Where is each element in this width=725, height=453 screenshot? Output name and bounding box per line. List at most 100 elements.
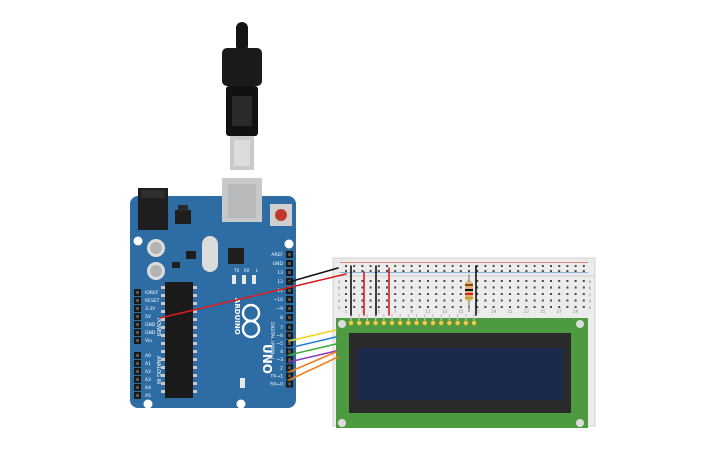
lcd-pin[interactable]: [454, 320, 461, 326]
bb-hole: [345, 270, 347, 272]
bb-hole: [435, 293, 438, 295]
chip-leg: [193, 342, 197, 345]
bb-hole: [541, 270, 544, 272]
bb-hole: [386, 293, 388, 295]
bb-hole: [394, 270, 397, 272]
bb-hole: [361, 306, 364, 308]
bb-hole: [558, 306, 561, 308]
bb-hole: [525, 265, 528, 267]
bb-hole: [484, 306, 487, 308]
bb-hole: [558, 270, 561, 272]
bb-column-number: 17: [475, 309, 481, 314]
bb-hole: [402, 280, 405, 282]
pin-label: 12: [277, 279, 283, 285]
lcd-pin[interactable]: [397, 320, 403, 326]
lcd-pin[interactable]: [364, 320, 371, 326]
bb-hole: [443, 265, 446, 267]
lcd-pin[interactable]: [413, 320, 420, 326]
lcd-pin[interactable]: [381, 320, 387, 326]
bb-hole: [533, 280, 536, 282]
bb-hole: [476, 270, 479, 272]
digital-title: DIGITAL (PWM~): [269, 322, 275, 360]
bb-hole: [435, 280, 438, 282]
bb-hole: [525, 286, 528, 289]
pin-label: ~11: [274, 288, 284, 294]
wire-orange: [288, 351, 337, 373]
lcd-pin[interactable]: [348, 320, 354, 326]
bb-hole: [500, 280, 503, 282]
bb-hole: [459, 293, 462, 295]
lcd-pin[interactable]: [356, 320, 362, 326]
bb-hole: [451, 299, 454, 302]
bb-hole: [345, 293, 347, 295]
bb-hole: [517, 270, 520, 272]
bb-row-letter: a: [338, 279, 341, 284]
bb-hole: [427, 299, 429, 302]
header-pin-hole: [288, 316, 291, 319]
bb-hole: [509, 293, 511, 295]
bb-hole: [418, 306, 421, 308]
lcd-pin[interactable]: [422, 320, 428, 326]
bb-hole: [574, 280, 577, 282]
bb-hole: [566, 265, 569, 267]
lcd-pin[interactable]: [471, 320, 477, 326]
lcd-pin[interactable]: [463, 320, 469, 326]
lcd-pin[interactable]: [446, 320, 453, 326]
bb-column-number: 23: [524, 309, 530, 314]
header-pin-hole: [136, 339, 139, 342]
bb-hole: [484, 265, 487, 267]
bb-hole: [484, 280, 487, 282]
lcd-pin[interactable]: [438, 320, 444, 326]
pin-label: GND: [145, 330, 156, 336]
bb-hole: [459, 306, 462, 308]
header-pin-hole: [136, 291, 139, 294]
pin-label: 13: [277, 270, 283, 276]
bb-hole: [500, 270, 503, 272]
bb-hole: [468, 270, 470, 272]
bb-hole: [541, 265, 544, 267]
bb-hole: [427, 286, 429, 289]
bb-column-number: 25: [540, 309, 546, 314]
lcd-pin[interactable]: [389, 320, 395, 326]
bb-hole: [509, 299, 511, 302]
bb-hole: [509, 306, 511, 308]
header-pin-hole: [288, 253, 291, 256]
bb-hole: [361, 270, 364, 272]
header-pin-hole: [288, 342, 291, 345]
bb-hole: [566, 270, 569, 272]
wire-yellow: [288, 329, 337, 342]
chip-leg: [193, 326, 197, 329]
lcd-pin[interactable]: [405, 320, 412, 326]
bb-hole: [517, 299, 520, 302]
bb-hole: [509, 265, 511, 267]
bb-hole: [451, 293, 454, 295]
bb-hole: [443, 293, 446, 295]
bb-hole: [443, 270, 446, 272]
bb-hole: [402, 306, 405, 308]
bb-hole: [533, 306, 536, 308]
bb-hole: [476, 293, 479, 295]
bb-hole: [500, 286, 503, 289]
chip-leg: [193, 366, 197, 369]
pin-label: Vin: [145, 338, 152, 344]
pin-label: IOREF: [145, 290, 159, 296]
pin-label: 4: [280, 349, 283, 355]
bb-hole: [402, 286, 405, 289]
bb-hole: [582, 270, 585, 272]
usb-cable: [222, 22, 262, 170]
bb-hole: [369, 299, 372, 302]
bb-hole: [541, 306, 544, 308]
lcd-pin[interactable]: [372, 320, 379, 326]
bb-hole: [369, 270, 372, 272]
pin-label: A2: [145, 369, 151, 375]
bb-hole: [435, 306, 438, 308]
bb-hole: [476, 286, 479, 289]
bb-hole: [541, 293, 544, 295]
chip-leg: [193, 302, 197, 305]
bb-hole: [574, 286, 577, 289]
chip-leg: [193, 318, 197, 321]
chip-leg: [193, 374, 197, 377]
bb-row-letter: c: [338, 292, 340, 297]
lcd-pin[interactable]: [430, 320, 436, 326]
bb-hole: [361, 286, 364, 289]
